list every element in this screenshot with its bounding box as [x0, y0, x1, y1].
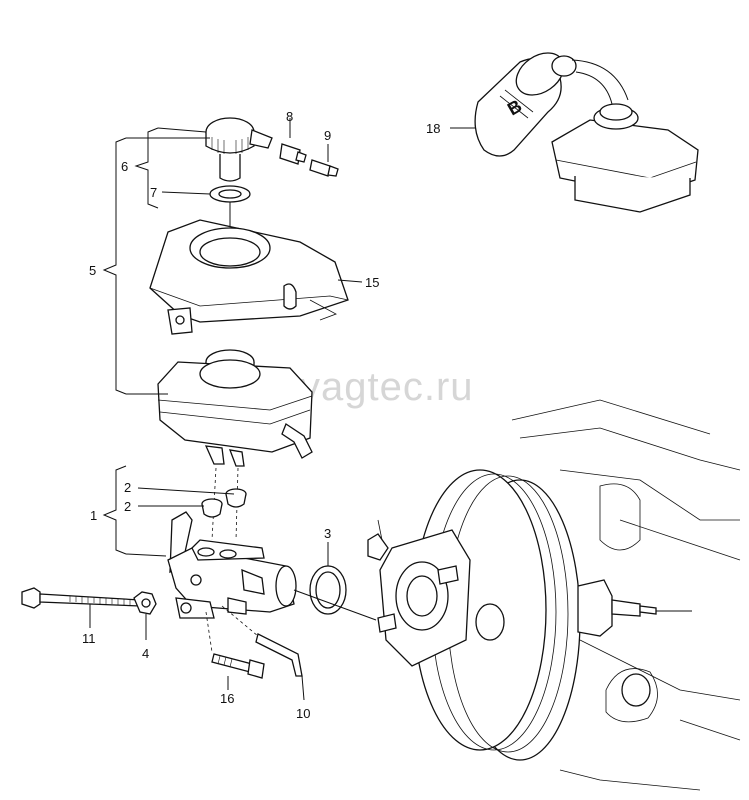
callout-2b: 2 — [124, 499, 131, 514]
small-reservoir-base — [574, 176, 691, 213]
watermark: vagtec.ru — [300, 365, 474, 409]
vehicle-bulkhead — [511, 399, 741, 791]
callout-18: 18 — [426, 121, 440, 136]
callout-10: 10 — [296, 706, 310, 721]
callout-15: 15 — [365, 275, 379, 290]
hex-nut — [133, 591, 157, 615]
seal-ring — [209, 185, 251, 203]
callout-6: 6 — [121, 159, 128, 174]
callout-labels: 8 9 6 7 5 15 18 2 2 1 3 11 4 16 10 — [82, 109, 440, 721]
mounting-bolt — [205, 611, 265, 679]
callout-9: 9 — [324, 128, 331, 143]
bleeding-bottle-assembly: B — [474, 52, 699, 213]
reservoir-cover — [149, 219, 349, 335]
reservoir-plug-seals — [201, 488, 247, 518]
bottle-cap — [551, 55, 577, 77]
cap-connector — [249, 129, 273, 149]
callout-5: 5 — [89, 263, 96, 278]
o-ring — [309, 565, 347, 615]
long-bolt — [21, 587, 141, 609]
sensor-plug — [309, 159, 331, 177]
brake-fluid-reservoir — [157, 349, 313, 467]
cap-stem — [219, 154, 241, 182]
callout-4: 4 — [142, 646, 149, 661]
callout-7: 7 — [150, 185, 157, 200]
callout-2a: 2 — [124, 480, 131, 495]
cap-assembly — [205, 117, 339, 182]
hex-key — [221, 605, 303, 677]
callout-1: 1 — [90, 508, 97, 523]
level-sensor — [279, 143, 301, 165]
callout-11: 11 — [82, 631, 96, 646]
brake-master-cylinder — [167, 511, 297, 619]
leader-lines — [89, 118, 476, 701]
callout-8: 8 — [286, 109, 293, 124]
brake-booster — [367, 469, 657, 761]
callout-3: 3 — [324, 526, 331, 541]
callout-16: 16 — [220, 691, 234, 706]
group-brackets — [102, 127, 210, 557]
